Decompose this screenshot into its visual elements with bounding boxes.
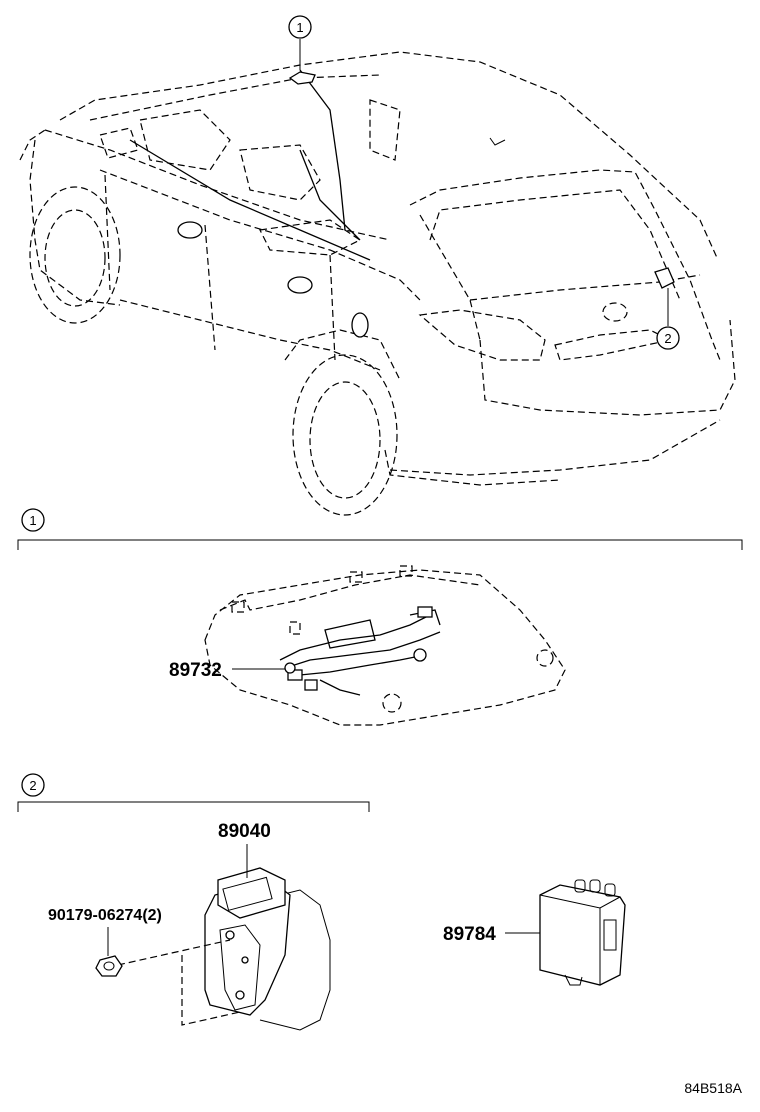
module-89784-illustration (539, 879, 626, 986)
part-89784-label: 89784 (443, 924, 496, 945)
callout-1-text: 1 (296, 20, 303, 35)
part-90179-06274: 90179-06274(2) (48, 907, 162, 956)
diagram-code: 84B518A (684, 1080, 742, 1096)
nut-illustration (95, 955, 123, 977)
section-2-label: 2 (29, 778, 36, 793)
part-89784: 89784 (443, 924, 540, 945)
section-1-bracket: 1 (17, 508, 743, 550)
overhead-module-illustration (204, 565, 566, 726)
section-1-label: 1 (29, 513, 36, 528)
vehicle-illustration (19, 51, 736, 516)
part-89732: 89732 (169, 660, 285, 681)
part-89040: 89040 (218, 821, 271, 878)
vehicle-callout-1: 1 (288, 15, 312, 70)
part-90179-label: 90179-06274(2) (48, 907, 162, 924)
part-89040-label: 89040 (218, 821, 271, 842)
section-2-bracket: 2 (17, 773, 370, 812)
module-89040-illustration (117, 867, 331, 1031)
part-89732-label: 89732 (169, 660, 222, 681)
callout-2-text: 2 (664, 331, 671, 346)
vehicle-callout-2: 2 (656, 288, 680, 350)
